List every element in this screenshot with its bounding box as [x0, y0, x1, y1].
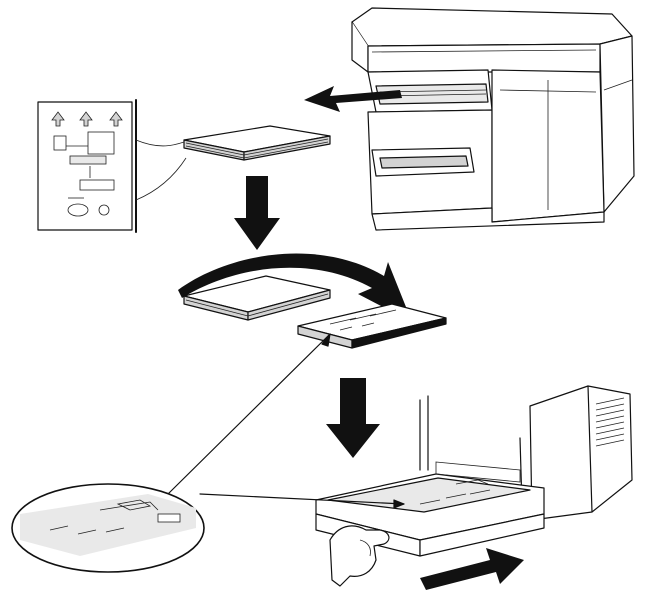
hand-icon [329, 525, 390, 587]
printer-top-icon [351, 7, 635, 231]
paper-stack-flip-right-icon [297, 303, 447, 349]
paper-stack-flip-left-icon [183, 275, 331, 321]
down-arrow-icon [326, 378, 380, 458]
down-arrow-icon [234, 176, 280, 250]
push-arrow-icon [420, 548, 524, 590]
instruction-card-icon [37, 99, 187, 233]
magnifier-callout-icon [11, 333, 405, 573]
paper-stack-icon [183, 125, 331, 161]
remove-paper-arrow-icon [304, 86, 402, 112]
printer-tray-icon [315, 385, 633, 557]
curved-arrow-icon [178, 253, 412, 322]
